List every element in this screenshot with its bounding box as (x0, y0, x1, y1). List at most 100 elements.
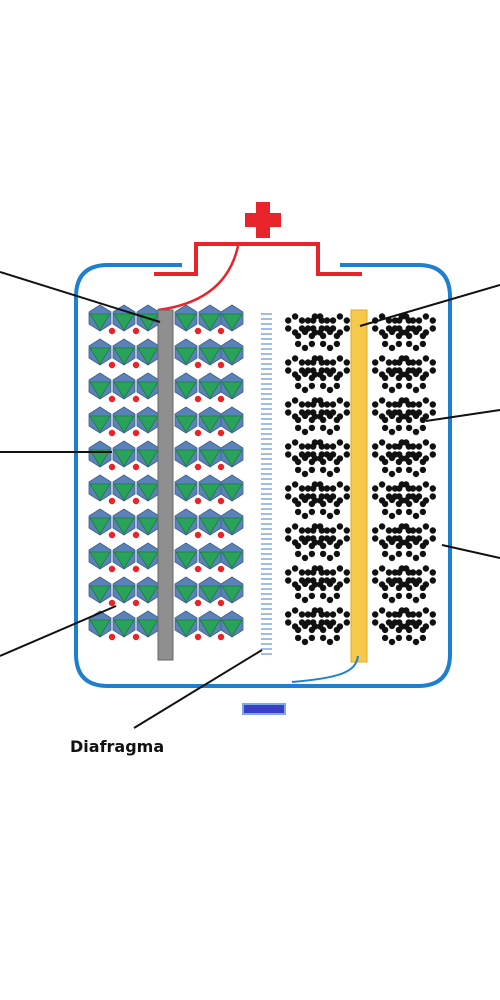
graphite-atom (326, 470, 334, 478)
cathode-octahedron-face (89, 449, 111, 467)
graphite-atom (395, 500, 403, 508)
graphite-atom (329, 611, 337, 618)
cathode-octahedron-face (199, 517, 221, 535)
graphite-atom (419, 416, 427, 424)
graphite-atom (381, 332, 389, 340)
graphite-atom (372, 527, 379, 534)
graphite-atom (415, 443, 423, 450)
graphite-atom (343, 409, 350, 416)
graphite-atom (422, 313, 430, 320)
graphite-atom (396, 359, 403, 366)
graphite-atom (319, 592, 327, 600)
lithium-ion (193, 462, 203, 472)
graphite-atom (319, 416, 327, 424)
graphite-atom (372, 485, 379, 492)
graphite-atom (310, 619, 317, 626)
graphite-atom (429, 611, 436, 618)
cathode-octahedron-face (199, 381, 221, 399)
graphite-atom (388, 496, 396, 504)
graphite-atom (291, 607, 299, 614)
graphite-atom (310, 409, 317, 416)
graphite-atom (412, 328, 420, 336)
graphite-atom (422, 439, 430, 446)
graphite-atom (285, 367, 292, 374)
graphite-atom (429, 493, 436, 500)
graphite-atom (319, 458, 327, 466)
graphite-atom (326, 580, 334, 588)
graphite-atom (419, 626, 427, 634)
graphite-atom (308, 500, 316, 508)
graphite-atom (301, 512, 309, 520)
graphite-atom (333, 542, 341, 550)
graphite-atom (333, 340, 341, 348)
graphite-atom (396, 535, 403, 542)
cathode-octahedron-face (113, 483, 135, 501)
graphite-atom (378, 607, 386, 614)
graphite-atom (310, 451, 317, 458)
graphite-atom (333, 634, 341, 642)
lithium-ion (131, 564, 141, 574)
graphite-atom (316, 397, 324, 404)
graphite-atom (395, 550, 403, 558)
cathode-octahedron-face (199, 313, 221, 331)
graphite-atom (285, 577, 292, 584)
graphite-atom (323, 611, 331, 618)
graphite-atom (310, 367, 317, 374)
lithium-ion (193, 598, 203, 608)
graphite-atom (396, 577, 403, 584)
graphite-atom (294, 500, 302, 508)
graphite-atom (298, 443, 306, 450)
graphite-atom (412, 638, 420, 646)
graphite-atom (301, 538, 309, 546)
lithium-ion (193, 428, 203, 438)
graphite-atom (319, 508, 327, 516)
graphite-atom (316, 439, 324, 446)
graphite-atom (422, 607, 430, 614)
graphite-atom (319, 382, 327, 390)
cathode-octahedron-face (137, 313, 159, 331)
graphite-atom (395, 508, 403, 516)
graphite-atom (323, 569, 331, 576)
graphite-atom (395, 424, 403, 432)
graphite-atom (326, 622, 334, 630)
graphite-atom (396, 409, 403, 416)
graphite-atom (419, 592, 427, 600)
graphite-atom (429, 535, 436, 542)
cathode-octahedron-face (89, 313, 111, 331)
graphite-atom (343, 611, 350, 618)
graphite-atom (291, 523, 299, 530)
graphite-atom (294, 550, 302, 558)
graphite-atom (419, 584, 427, 592)
graphite-atom (291, 313, 299, 320)
graphite-atom (333, 584, 341, 592)
graphite-atom (388, 386, 396, 394)
graphite-atom (396, 325, 403, 332)
graphite-atom (381, 626, 389, 634)
cathode-octahedron-face (89, 381, 111, 399)
graphite-atom (301, 554, 309, 562)
graphite-atom (419, 634, 427, 642)
leader-lines (0, 271, 500, 729)
graphite-atom (395, 466, 403, 474)
graphite-atom (372, 401, 379, 408)
graphite-atom (308, 550, 316, 558)
graphite-atom (419, 374, 427, 382)
graphite-atom (409, 401, 417, 408)
graphite-atom (291, 355, 299, 362)
graphite-atom (419, 332, 427, 340)
lithium-ion (107, 632, 117, 642)
cathode-octahedron-face (221, 585, 243, 603)
cathode-octahedron-face (137, 381, 159, 399)
graphite-atom (385, 485, 393, 492)
graphite-atom (308, 340, 316, 348)
graphite-atom (412, 344, 420, 352)
anode-current-collector (350, 309, 368, 663)
graphite-atom (402, 481, 410, 488)
cathode-octahedron-face (175, 449, 197, 467)
graphite-atom (412, 596, 420, 604)
graphite-atom (329, 569, 337, 576)
graphite-atom (412, 386, 420, 394)
cathode-octahedron-face (175, 313, 197, 331)
cathode-octahedron-face (221, 347, 243, 365)
graphite-atom (412, 554, 420, 562)
